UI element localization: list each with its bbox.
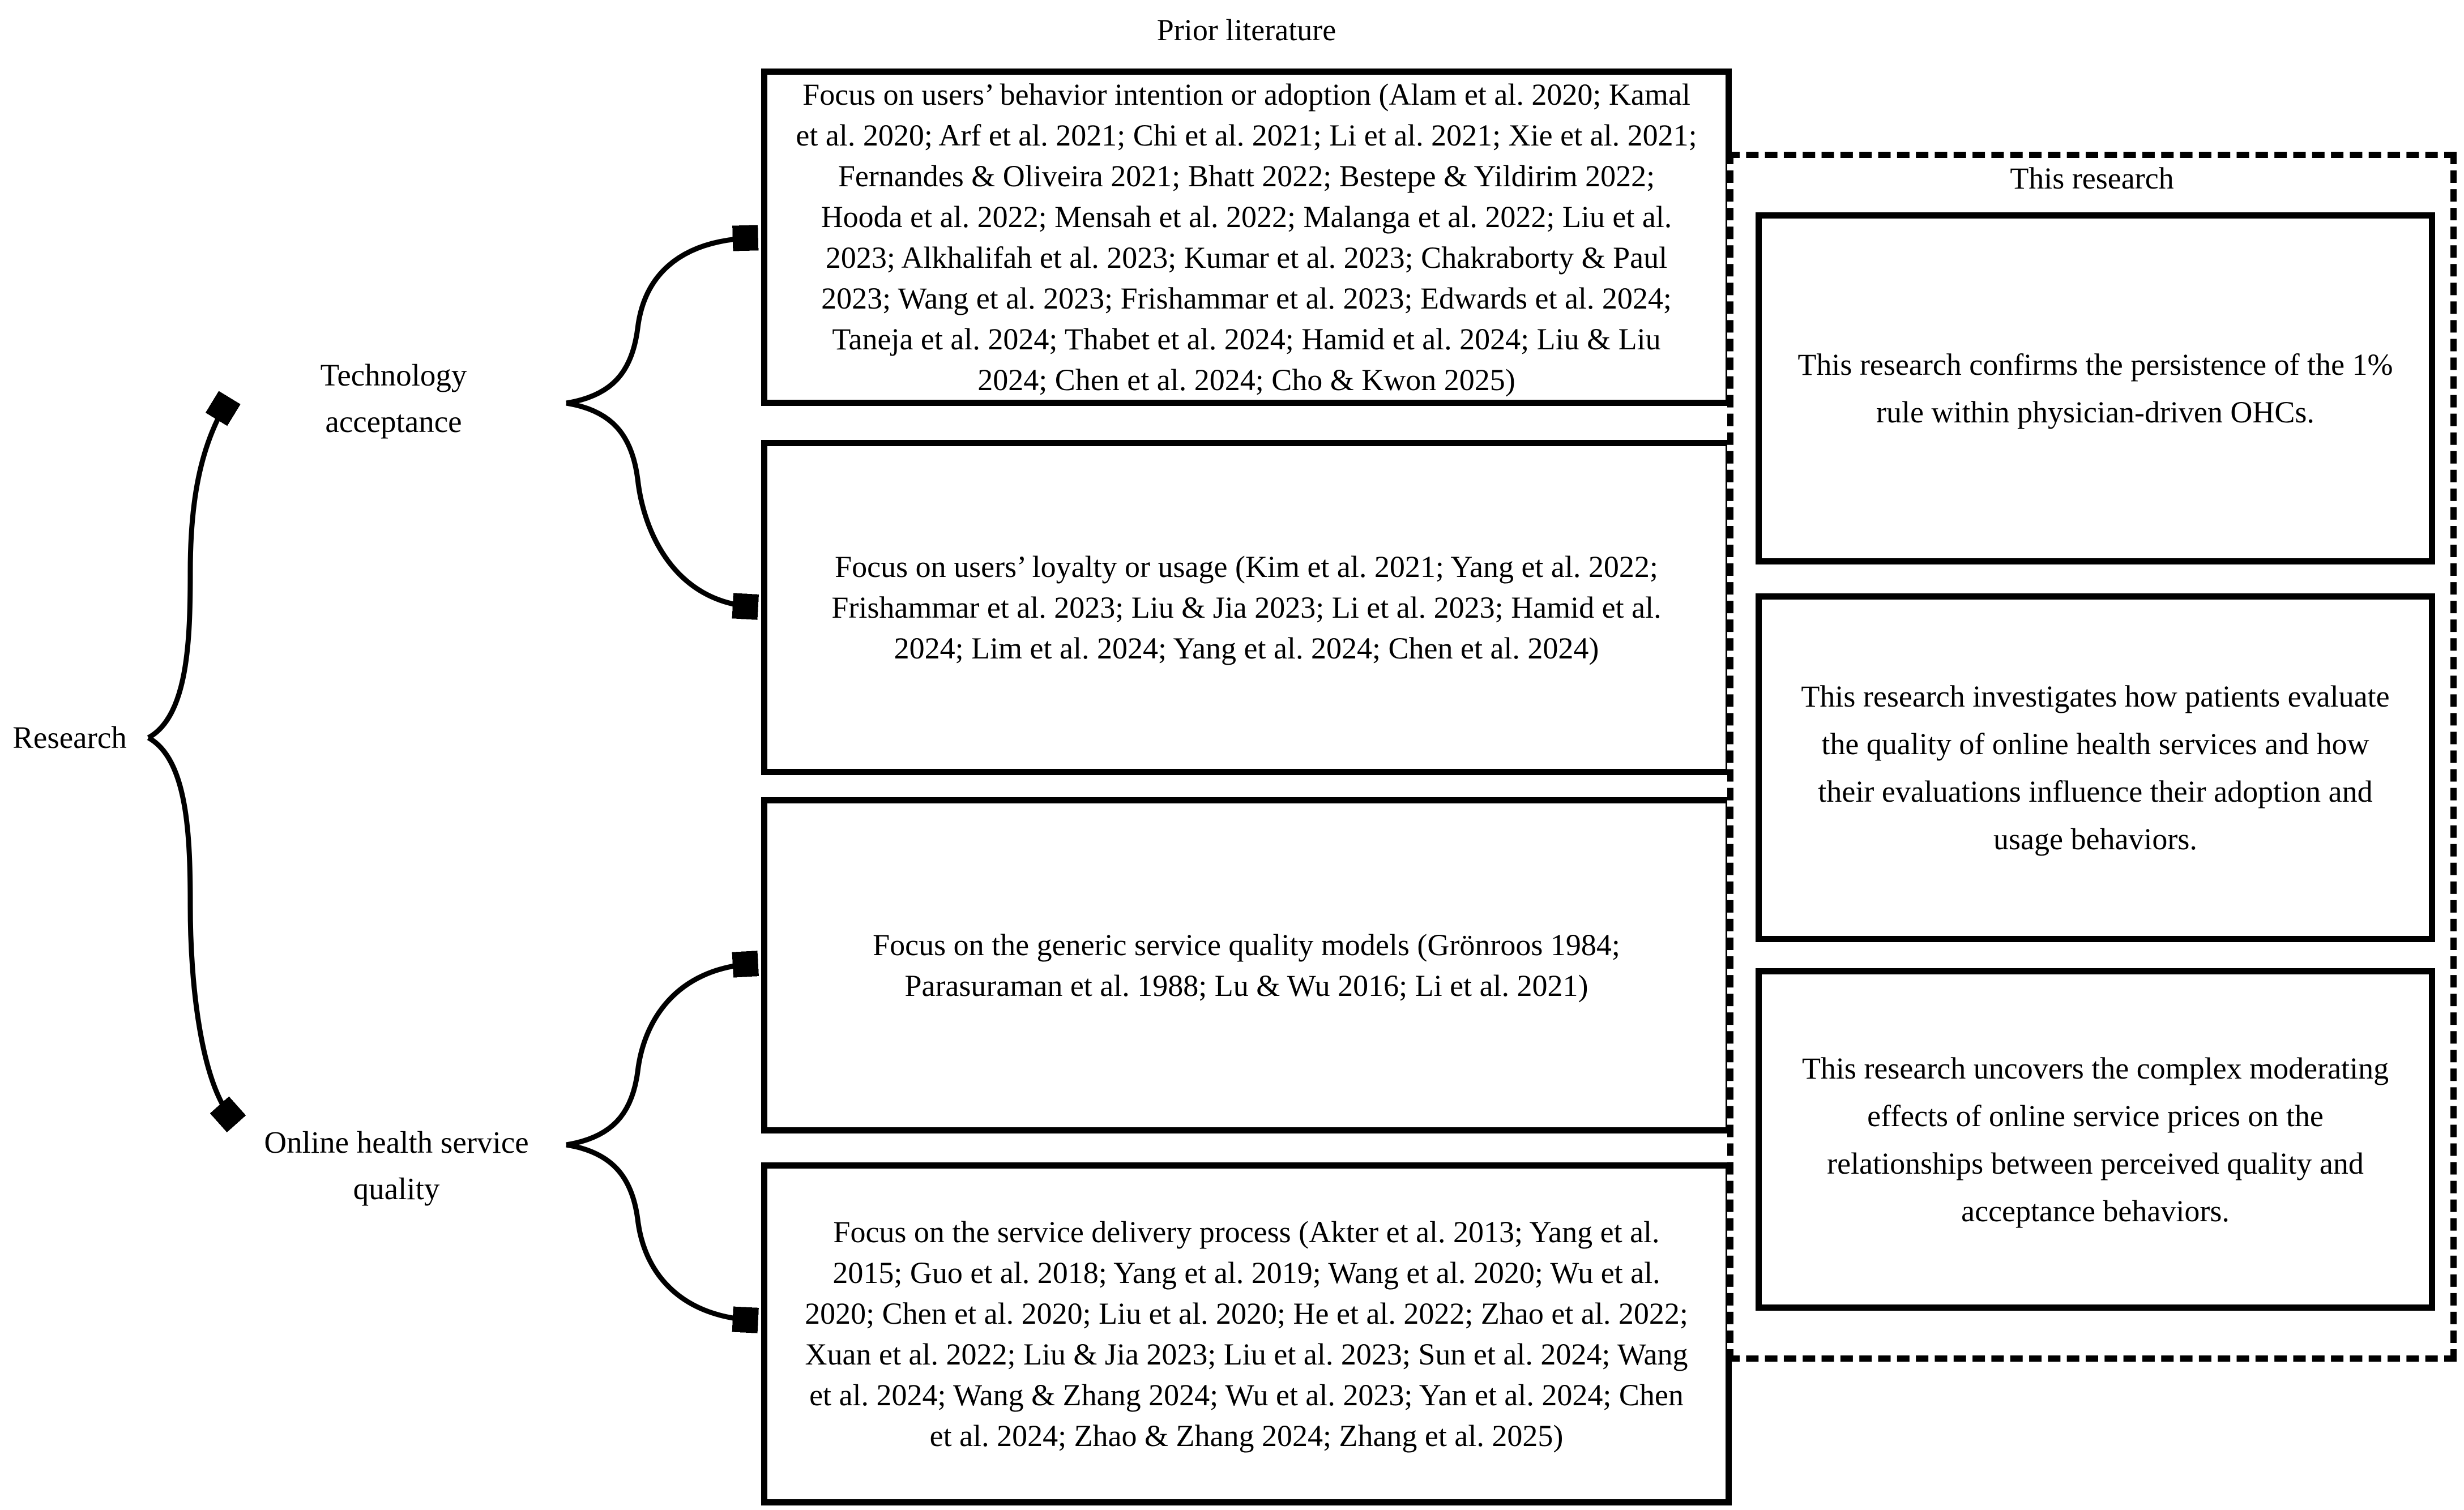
text-line: effects of online service prices on the xyxy=(1867,1098,2324,1133)
prior-literature-box-behavior-intention-text: Focus on users’ behavior intention or ad… xyxy=(767,74,1726,400)
this-research-title: This research xyxy=(2010,161,2174,195)
arrow-research-to-technology-acceptance xyxy=(147,401,228,740)
text-line: Online health service xyxy=(264,1125,529,1160)
arrow-ohsq-to-service-delivery-box xyxy=(566,1142,754,1320)
text-line: quality xyxy=(353,1171,440,1206)
label-online-health-service-quality: Online health service quality xyxy=(249,1119,544,1212)
this-research-box-patients-evaluate-text: This research investigates how patients … xyxy=(1762,673,2429,863)
text-line: Fernandes & Oliveira 2021; Bhatt 2022; B… xyxy=(838,159,1655,193)
text-line: This research confirms the persistence o… xyxy=(1797,348,2393,382)
this-research-box-patients-evaluate: This research investigates how patients … xyxy=(1756,593,2435,942)
text-line: 2023; Alkhalifah et al. 2023; Kumar et a… xyxy=(825,241,1668,275)
text-line: rule within physician-driven OHCs. xyxy=(1876,395,2314,429)
text-line: This research investigates how patients … xyxy=(1801,679,2390,713)
prior-literature-box-generic-service-quality-text: Focus on the generic service quality mod… xyxy=(767,925,1726,1006)
text-line: et al. 2024; Wang & Zhang 2024; Wu et al… xyxy=(809,1378,1684,1412)
text-line: 2015; Guo et al. 2018; Yang et al. 2019;… xyxy=(832,1256,1660,1290)
text-line: Focus on users’ behavior intention or ad… xyxy=(802,78,1690,112)
prior-literature-box-service-delivery-text: Focus on the service delivery process (A… xyxy=(767,1212,1726,1456)
text-line: their evaluations influence their adopti… xyxy=(1818,775,2373,809)
this-research-box-moderating-effects-text: This research uncovers the complex moder… xyxy=(1762,1045,2429,1235)
prior-literature-box-service-delivery: Focus on the service delivery process (A… xyxy=(761,1162,1732,1505)
prior-literature-box-loyalty-usage-text: Focus on users’ loyalty or usage (Kim et… xyxy=(767,546,1726,669)
text-line: acceptance behaviors. xyxy=(1961,1194,2230,1228)
text-line: Frishammar et al. 2023; Liu & Jia 2023; … xyxy=(831,591,1662,624)
text-line: 2024; Lim et al. 2024; Yang et al. 2024;… xyxy=(894,631,1599,665)
label-technology-acceptance: Technology acceptance xyxy=(266,352,521,445)
label-research: Research xyxy=(12,720,127,755)
arrow-ohsq-to-generic-service-quality-box xyxy=(566,964,754,1148)
text-line: Parasuraman et al. 1988; Lu & Wu 2016; L… xyxy=(904,969,1588,1003)
text-line: Xuan et al. 2022; Liu & Jia 2023; Liu et… xyxy=(805,1337,1688,1371)
text-line: 2024; Chen et al. 2024; Cho & Kwon 2025) xyxy=(977,363,1515,397)
this-research-box-moderating-effects: This research uncovers the complex moder… xyxy=(1756,968,2435,1311)
text-line: Taneja et al. 2024; Thabet et al. 2024; … xyxy=(832,322,1661,356)
prior-literature-title: Prior literature xyxy=(1156,13,1336,47)
prior-literature-box-behavior-intention: Focus on users’ behavior intention or ad… xyxy=(761,69,1732,406)
text-line: et al. 2024; Zhao & Zhang 2024; Zhang et… xyxy=(929,1419,1564,1453)
arrow-research-to-online-health-service-quality xyxy=(147,735,234,1121)
text-line: et al. 2020; Arf et al. 2021; Chi et al.… xyxy=(796,118,1697,152)
text-line: Technology xyxy=(320,358,467,392)
text-line: 2020; Chen et al. 2020; Liu et al. 2020;… xyxy=(805,1297,1688,1331)
this-research-box-one-percent-rule: This research confirms the persistence o… xyxy=(1756,212,2435,564)
prior-literature-box-loyalty-usage: Focus on users’ loyalty or usage (Kim et… xyxy=(761,440,1732,775)
text-line: usage behaviors. xyxy=(1993,822,2197,856)
text-line: Focus on the service delivery process (A… xyxy=(833,1215,1660,1249)
prior-literature-box-generic-service-quality: Focus on the generic service quality mod… xyxy=(761,797,1732,1133)
text-line: acceptance xyxy=(325,404,462,439)
text-line: relationships between perceived quality … xyxy=(1827,1146,2364,1180)
text-line: Focus on users’ loyalty or usage (Kim et… xyxy=(835,550,1658,584)
arrow-technology-acceptance-to-behavior-intention-box xyxy=(566,238,754,406)
text-line: This research uncovers the complex moder… xyxy=(1801,1051,2389,1085)
text-line: Focus on the generic service quality mod… xyxy=(873,928,1620,962)
text-line: the quality of online health services an… xyxy=(1821,727,2369,761)
arrow-technology-acceptance-to-loyalty-usage-box xyxy=(566,400,754,607)
this-research-box-one-percent-rule-text: This research confirms the persistence o… xyxy=(1762,341,2429,436)
text-line: Hooda et al. 2022; Mensah et al. 2022; M… xyxy=(821,200,1672,234)
text-line: 2023; Wang et al. 2023; Frishammar et al… xyxy=(821,281,1672,315)
